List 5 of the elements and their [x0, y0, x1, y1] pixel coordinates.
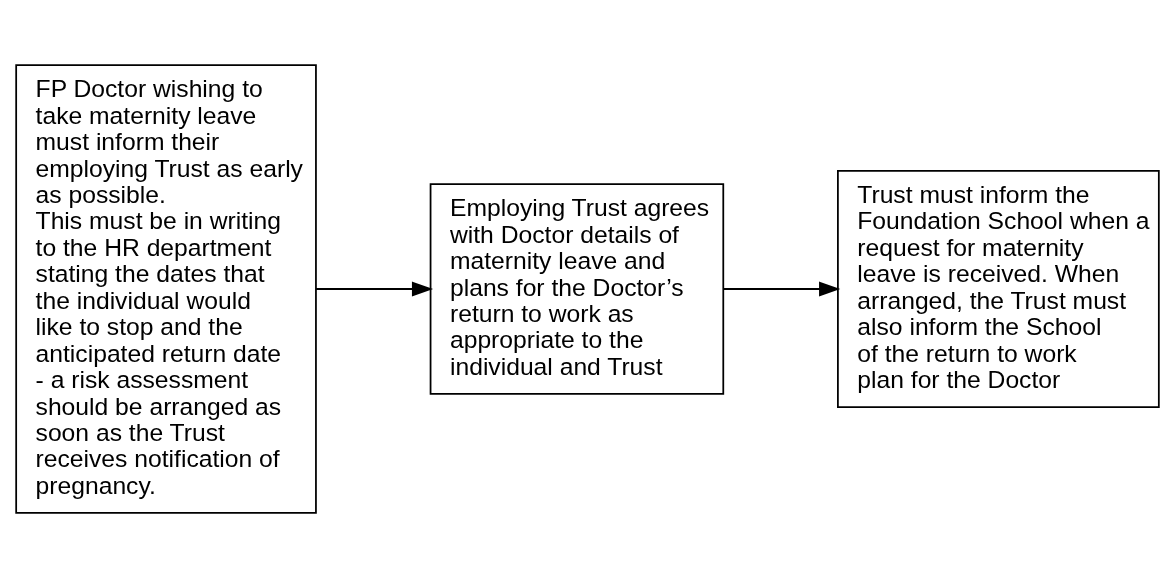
node-box: FP Doctor wishing to take maternity leave must inform their employing Trust as early as possible. This must be in writing to the HR department stating the dates that the individual would like to stop and the anticipated return date - a risk assessment should be arranged as soon as the Trust receives notification of pregnancy. — [15, 63, 317, 514]
arrow — [722, 281, 841, 296]
node-box: Trust must inform the Foundation School when a request for maternity leave is received. When arranged, the Trust must also inform the School of the return to work plan for the Doctor — [837, 169, 1160, 408]
node-box: Employing Trust agrees with Doctor details of maternity leave and plans for the Doctor’s return to work as appropriate to the individual and Trust — [429, 182, 725, 395]
arrow — [315, 281, 434, 296]
